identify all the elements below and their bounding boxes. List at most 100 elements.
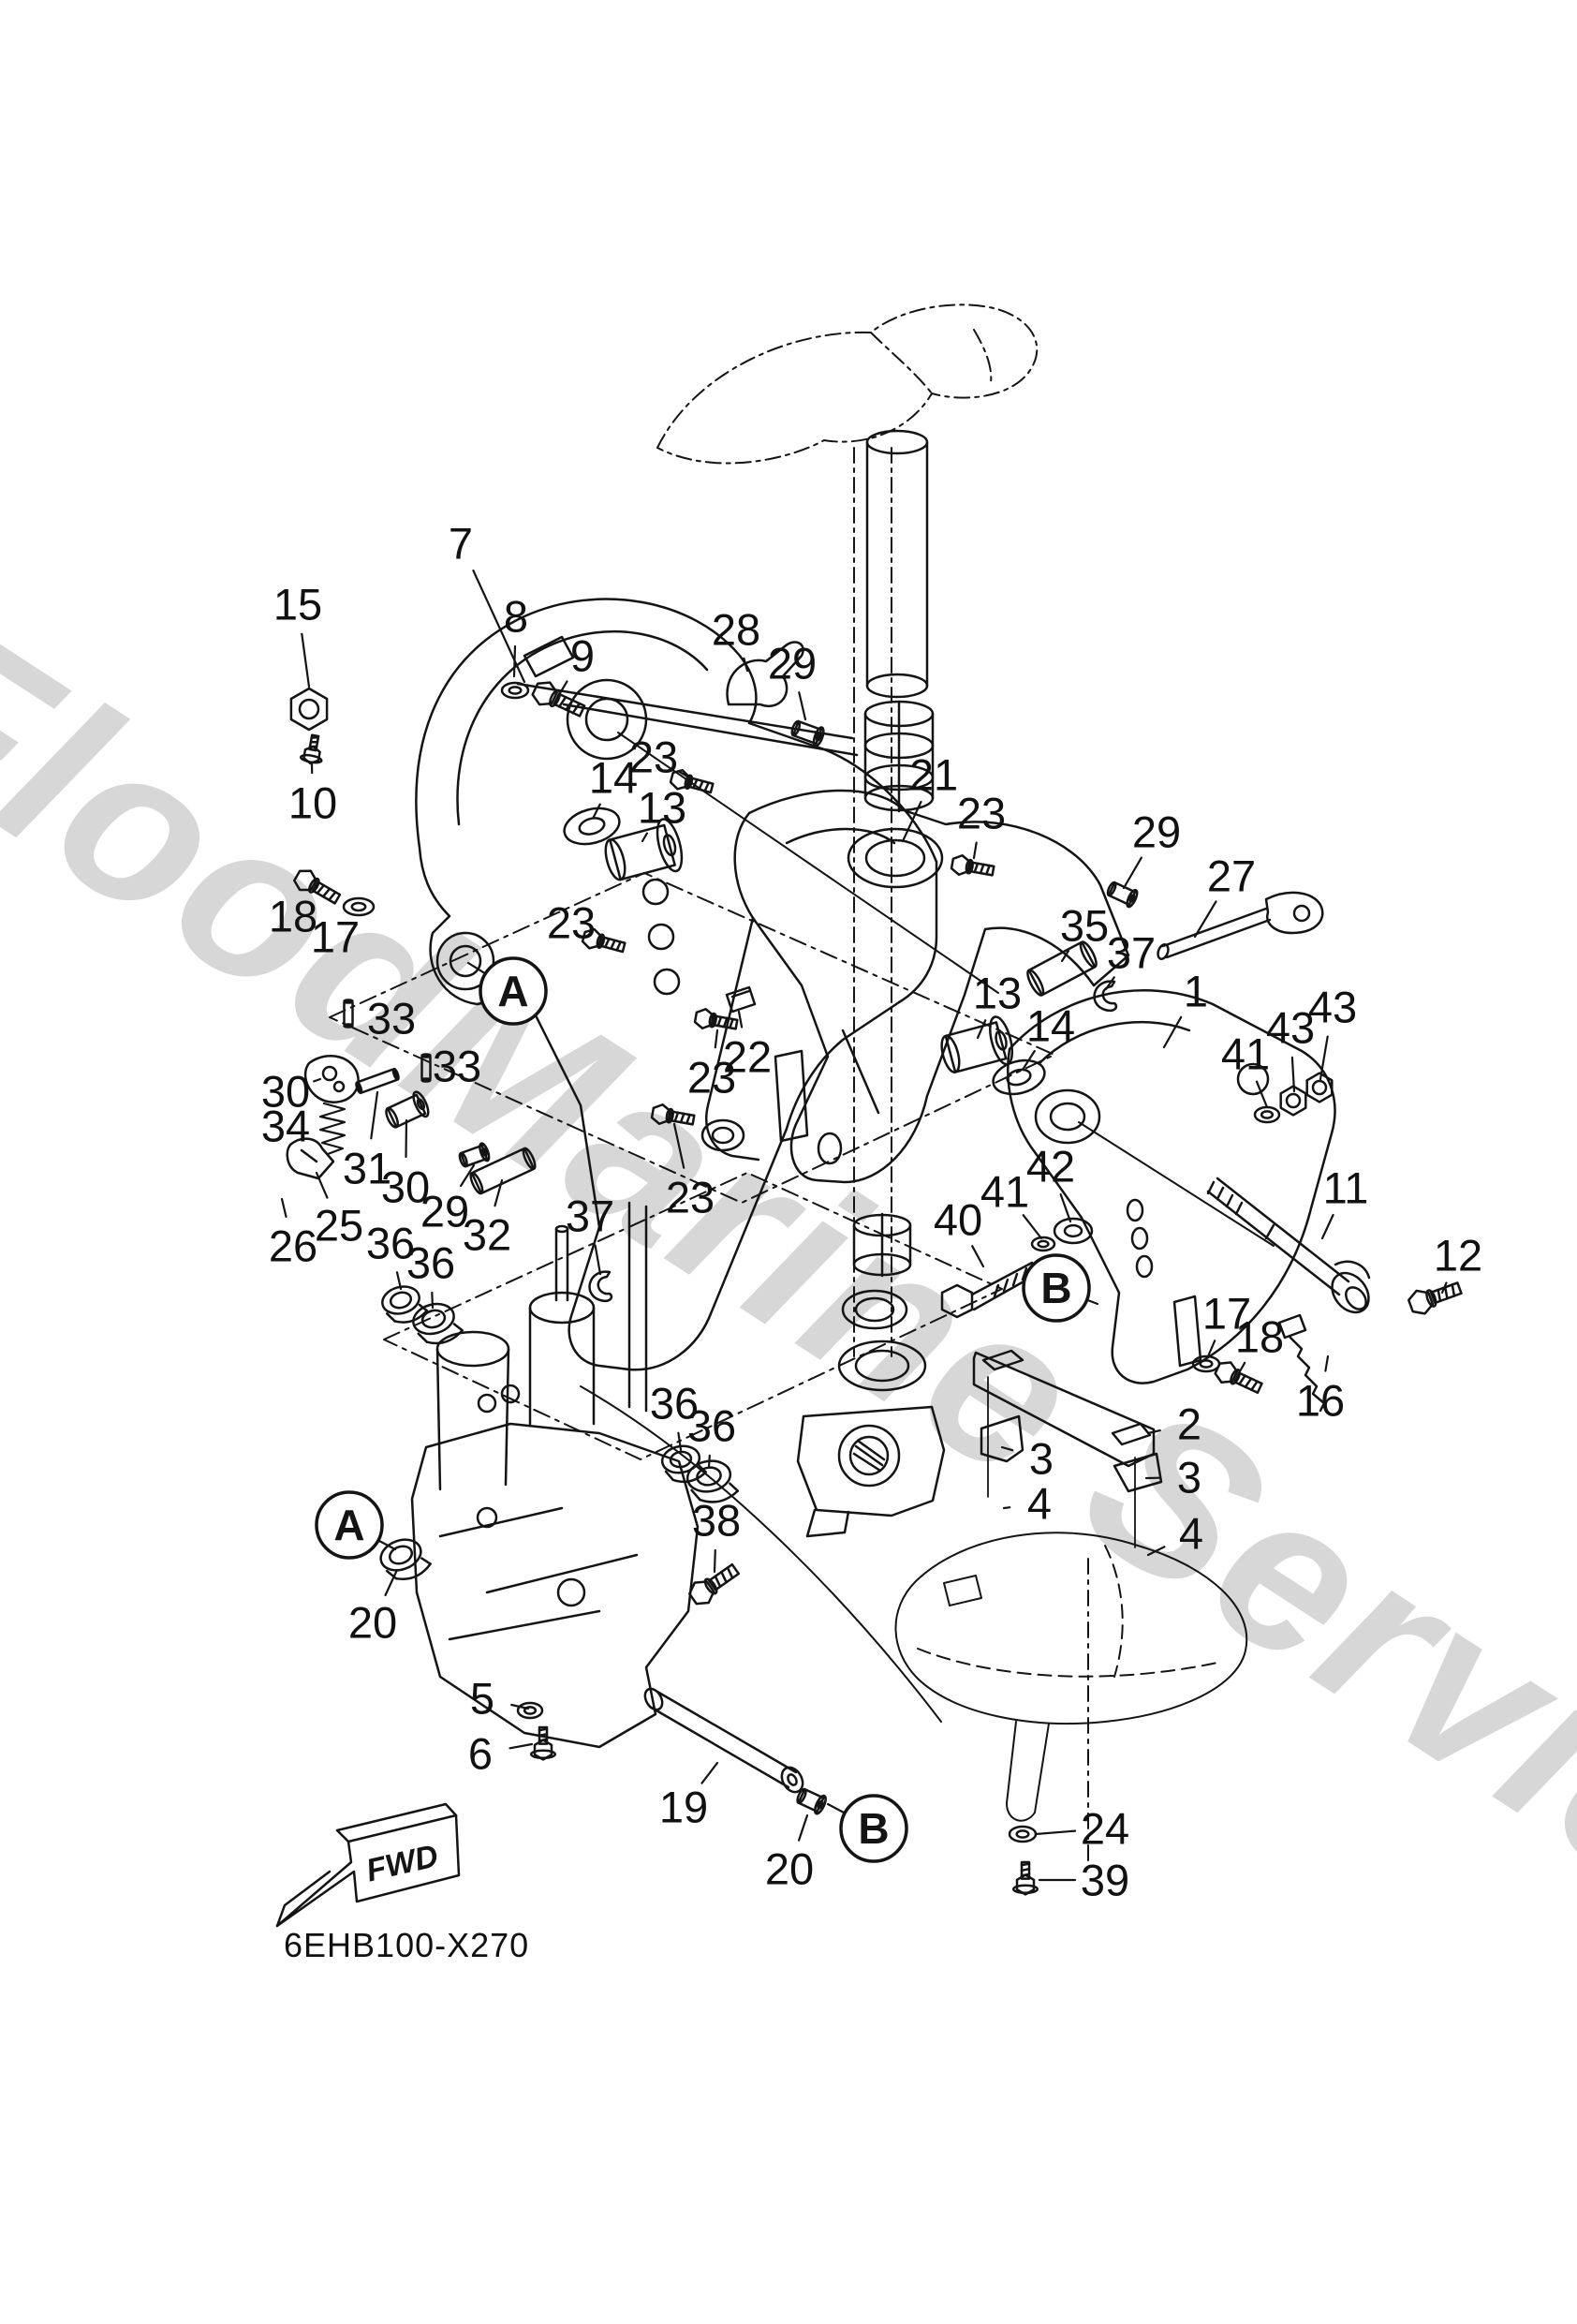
callout-1: 1 [1183, 966, 1209, 1016]
callout-34: 34 [260, 1101, 311, 1151]
hardware-nut [1305, 1072, 1334, 1103]
hardware-glyphs [289, 681, 1463, 1896]
callout-36: 36 [365, 1218, 416, 1268]
callout-24: 24 [1080, 1803, 1130, 1854]
callout-4: 4 [1178, 1508, 1204, 1559]
callout-8: 8 [503, 591, 529, 642]
callout-30: 30 [380, 1162, 431, 1212]
bushing-stack-upper [847, 700, 944, 889]
steering-link-rod-27 [1157, 891, 1324, 960]
hardware-nut [289, 687, 329, 732]
hardware-bushing [940, 1015, 1014, 1073]
callout-43: 43 [1307, 982, 1358, 1032]
hardware-bushing [604, 818, 684, 881]
callout-11: 11 [1322, 1162, 1369, 1213]
hardware-bushing [458, 1142, 491, 1168]
hardware-vbolt [529, 1725, 557, 1761]
hardware-washer [1053, 1217, 1094, 1245]
construction-planes [329, 872, 1055, 1460]
callout-19: 19 [658, 1782, 709, 1832]
hardware-hexbolt [650, 1103, 696, 1126]
hardware-pin [469, 1147, 537, 1195]
callout-20: 20 [764, 1843, 815, 1894]
callout-35: 35 [1059, 900, 1110, 951]
spring-34 [318, 1102, 346, 1156]
callout-38: 38 [691, 1495, 742, 1546]
callout-36: 36 [649, 1378, 700, 1428]
hardware-hexbolt [531, 681, 586, 718]
hardware-vbolt [1011, 1860, 1039, 1896]
callout-17: 17 [310, 911, 361, 962]
hardware-clip [1093, 980, 1118, 1012]
hardware-nut [1279, 1085, 1307, 1117]
callout-18: 18 [268, 891, 318, 941]
hardware-washer [992, 1058, 1046, 1096]
hardware-grommet [379, 1538, 432, 1580]
callout-30: 30 [260, 1066, 311, 1117]
lower-unit-phantom [894, 1532, 1248, 1863]
callout-4: 4 [1026, 1478, 1053, 1529]
callout-6: 6 [467, 1728, 494, 1779]
hardware-grommet [685, 1459, 740, 1503]
callout-20: 20 [347, 1597, 398, 1648]
tiller-handle-phantom [656, 303, 1039, 1357]
callout-14: 14 [588, 752, 639, 803]
hardware-pin [1026, 940, 1098, 997]
callout-36: 36 [405, 1237, 456, 1288]
callout-23: 23 [628, 732, 679, 782]
ref-marker-B: B [826, 1794, 908, 1863]
callout-22: 22 [722, 1031, 773, 1082]
cable-tie-16 [1277, 1313, 1326, 1413]
hardware-washer [342, 896, 376, 917]
callout-40: 40 [933, 1194, 983, 1245]
hardware-hexbolt [293, 869, 342, 905]
callout-43: 43 [1265, 1002, 1316, 1053]
clip-22 [725, 985, 757, 1014]
hardware-pin [355, 1067, 400, 1095]
hardware-bushing [796, 1787, 827, 1815]
callout-21: 21 [908, 749, 959, 800]
svg-text:B: B [1040, 1264, 1071, 1312]
callout-29: 29 [1131, 807, 1182, 857]
hardware-grommet [412, 1302, 464, 1345]
callout-41: 41 [1220, 1029, 1271, 1079]
callout-23: 23 [956, 788, 1007, 838]
clamp-28 [726, 641, 804, 707]
link-rod-19 [643, 1687, 804, 1794]
callout-12: 12 [1433, 1230, 1483, 1280]
hardware-bushing [790, 719, 825, 748]
callout-33: 33 [366, 993, 417, 1044]
hardware-hexbolt [581, 927, 626, 954]
swivel-bracket [700, 789, 1130, 1184]
callout-41: 41 [980, 1166, 1030, 1217]
callout-27: 27 [1206, 851, 1257, 901]
callout-13: 13 [637, 782, 687, 833]
callout-23: 23 [546, 897, 597, 948]
callout-29: 29 [767, 638, 818, 688]
callout-3: 3 [1028, 1433, 1054, 1484]
hardware-bushing [385, 1090, 430, 1129]
callout-10: 10 [287, 777, 338, 828]
lever-25 [286, 1137, 335, 1180]
callout-23: 23 [686, 1052, 737, 1103]
callout-7: 7 [448, 518, 474, 569]
callout-3: 3 [1176, 1452, 1202, 1502]
tilt-rod-11 [1206, 1177, 1371, 1314]
hardware-vbolt [299, 733, 323, 765]
callout-23: 23 [665, 1172, 715, 1222]
cam-30 [303, 1055, 360, 1103]
svg-text:A: A [497, 967, 528, 1015]
hardware-pin [420, 1053, 432, 1083]
callout-33: 33 [432, 1041, 482, 1091]
ref-marker-A: A [466, 956, 548, 1026]
reference-markers: A A B B [315, 956, 1099, 1863]
callout-18: 18 [1234, 1311, 1285, 1362]
callout-9: 9 [569, 630, 596, 681]
ref-marker-B: B [1022, 1253, 1099, 1323]
svg-text:A: A [333, 1501, 364, 1549]
callout-13: 13 [972, 968, 1023, 1018]
callout-28: 28 [711, 604, 761, 655]
callout-32: 32 [462, 1209, 512, 1260]
